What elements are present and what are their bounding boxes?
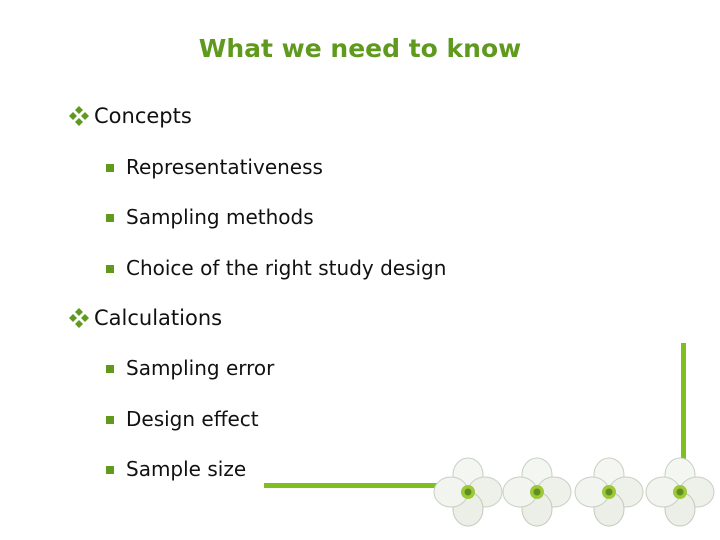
flower-icon	[433, 457, 503, 527]
square-bullet-icon	[106, 265, 114, 273]
flower-icon	[645, 457, 715, 527]
list-item: Sample size	[106, 457, 246, 481]
flower-icon	[574, 457, 644, 527]
section-calculations: Calculations	[68, 306, 222, 330]
square-bullet-icon	[106, 214, 114, 222]
list-item-text: Sampling methods	[126, 205, 314, 229]
flower-icon	[502, 457, 572, 527]
decorative-vertical-line	[681, 343, 686, 483]
list-item: Design effect	[106, 407, 259, 431]
list-item: Sampling error	[106, 356, 274, 380]
square-bullet-icon	[106, 164, 114, 172]
section-concepts: Concepts	[68, 104, 192, 128]
square-bullet-icon	[106, 466, 114, 474]
list-item: Choice of the right study design	[106, 256, 446, 280]
diamond-bullet-icon	[69, 106, 89, 126]
list-item-text: Sampling error	[126, 356, 275, 380]
section-label: Calculations	[94, 306, 223, 330]
diamond-bullet-icon	[69, 308, 89, 328]
section-label: Concepts	[94, 104, 192, 128]
list-item: Sampling methods	[106, 205, 314, 229]
list-item: Representativeness	[106, 155, 323, 179]
flower-decoration	[433, 457, 715, 527]
square-bullet-icon	[106, 365, 114, 373]
decorative-horizontal-line	[264, 483, 440, 488]
slide-title: What we need to know	[198, 34, 522, 63]
list-item-text: Sample size	[126, 457, 247, 481]
list-item-text: Choice of the right study design	[126, 256, 447, 280]
square-bullet-icon	[106, 416, 114, 424]
list-item-text: Representativeness	[126, 155, 323, 179]
list-item-text: Design effect	[126, 407, 259, 431]
